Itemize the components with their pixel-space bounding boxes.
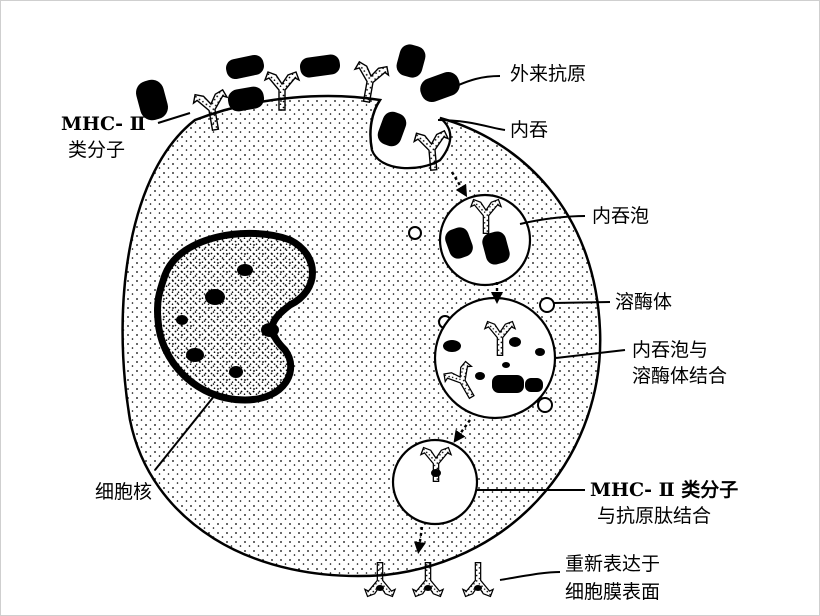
- label-mhc-ii-line2: 类分子: [68, 139, 126, 161]
- label-reexpress-line1: 重新表达于: [565, 553, 661, 575]
- label-endosome: 内吞泡: [592, 205, 650, 227]
- label-nucleus: 细胞核: [95, 481, 153, 503]
- label-reexpress-line2: 细胞膜表面: [565, 581, 661, 603]
- foreign-antigen-blobs: [135, 44, 460, 147]
- endosome: [438, 193, 532, 287]
- label-mhc-ii-line1: MHC- Ⅱ: [61, 113, 146, 135]
- label-fusion-line2: 溶酶体结合: [632, 365, 728, 387]
- mhc-ii-molecules-bottom: [364, 562, 494, 598]
- label-foreign-antigen: 外来抗原: [510, 63, 587, 85]
- leader-lines: [154, 75, 626, 581]
- phagolysosome: [433, 296, 557, 420]
- lysosome: [539, 297, 555, 313]
- label-endocytosis: 内吞: [510, 119, 549, 141]
- process-arrows: [413, 171, 503, 554]
- peptide-mhc-vesicle: [391, 438, 479, 526]
- lysosome: [537, 397, 553, 413]
- chromatin-spots: [176, 264, 279, 378]
- label-fusion-line1: 内吞泡与: [632, 339, 709, 361]
- label-binding-line1: MHC- Ⅱ 类分子: [590, 479, 739, 501]
- label-binding-line2: 与抗原肽结合: [597, 505, 712, 527]
- label-lysosome: 溶酶体: [615, 291, 673, 313]
- lysosome: [408, 226, 422, 240]
